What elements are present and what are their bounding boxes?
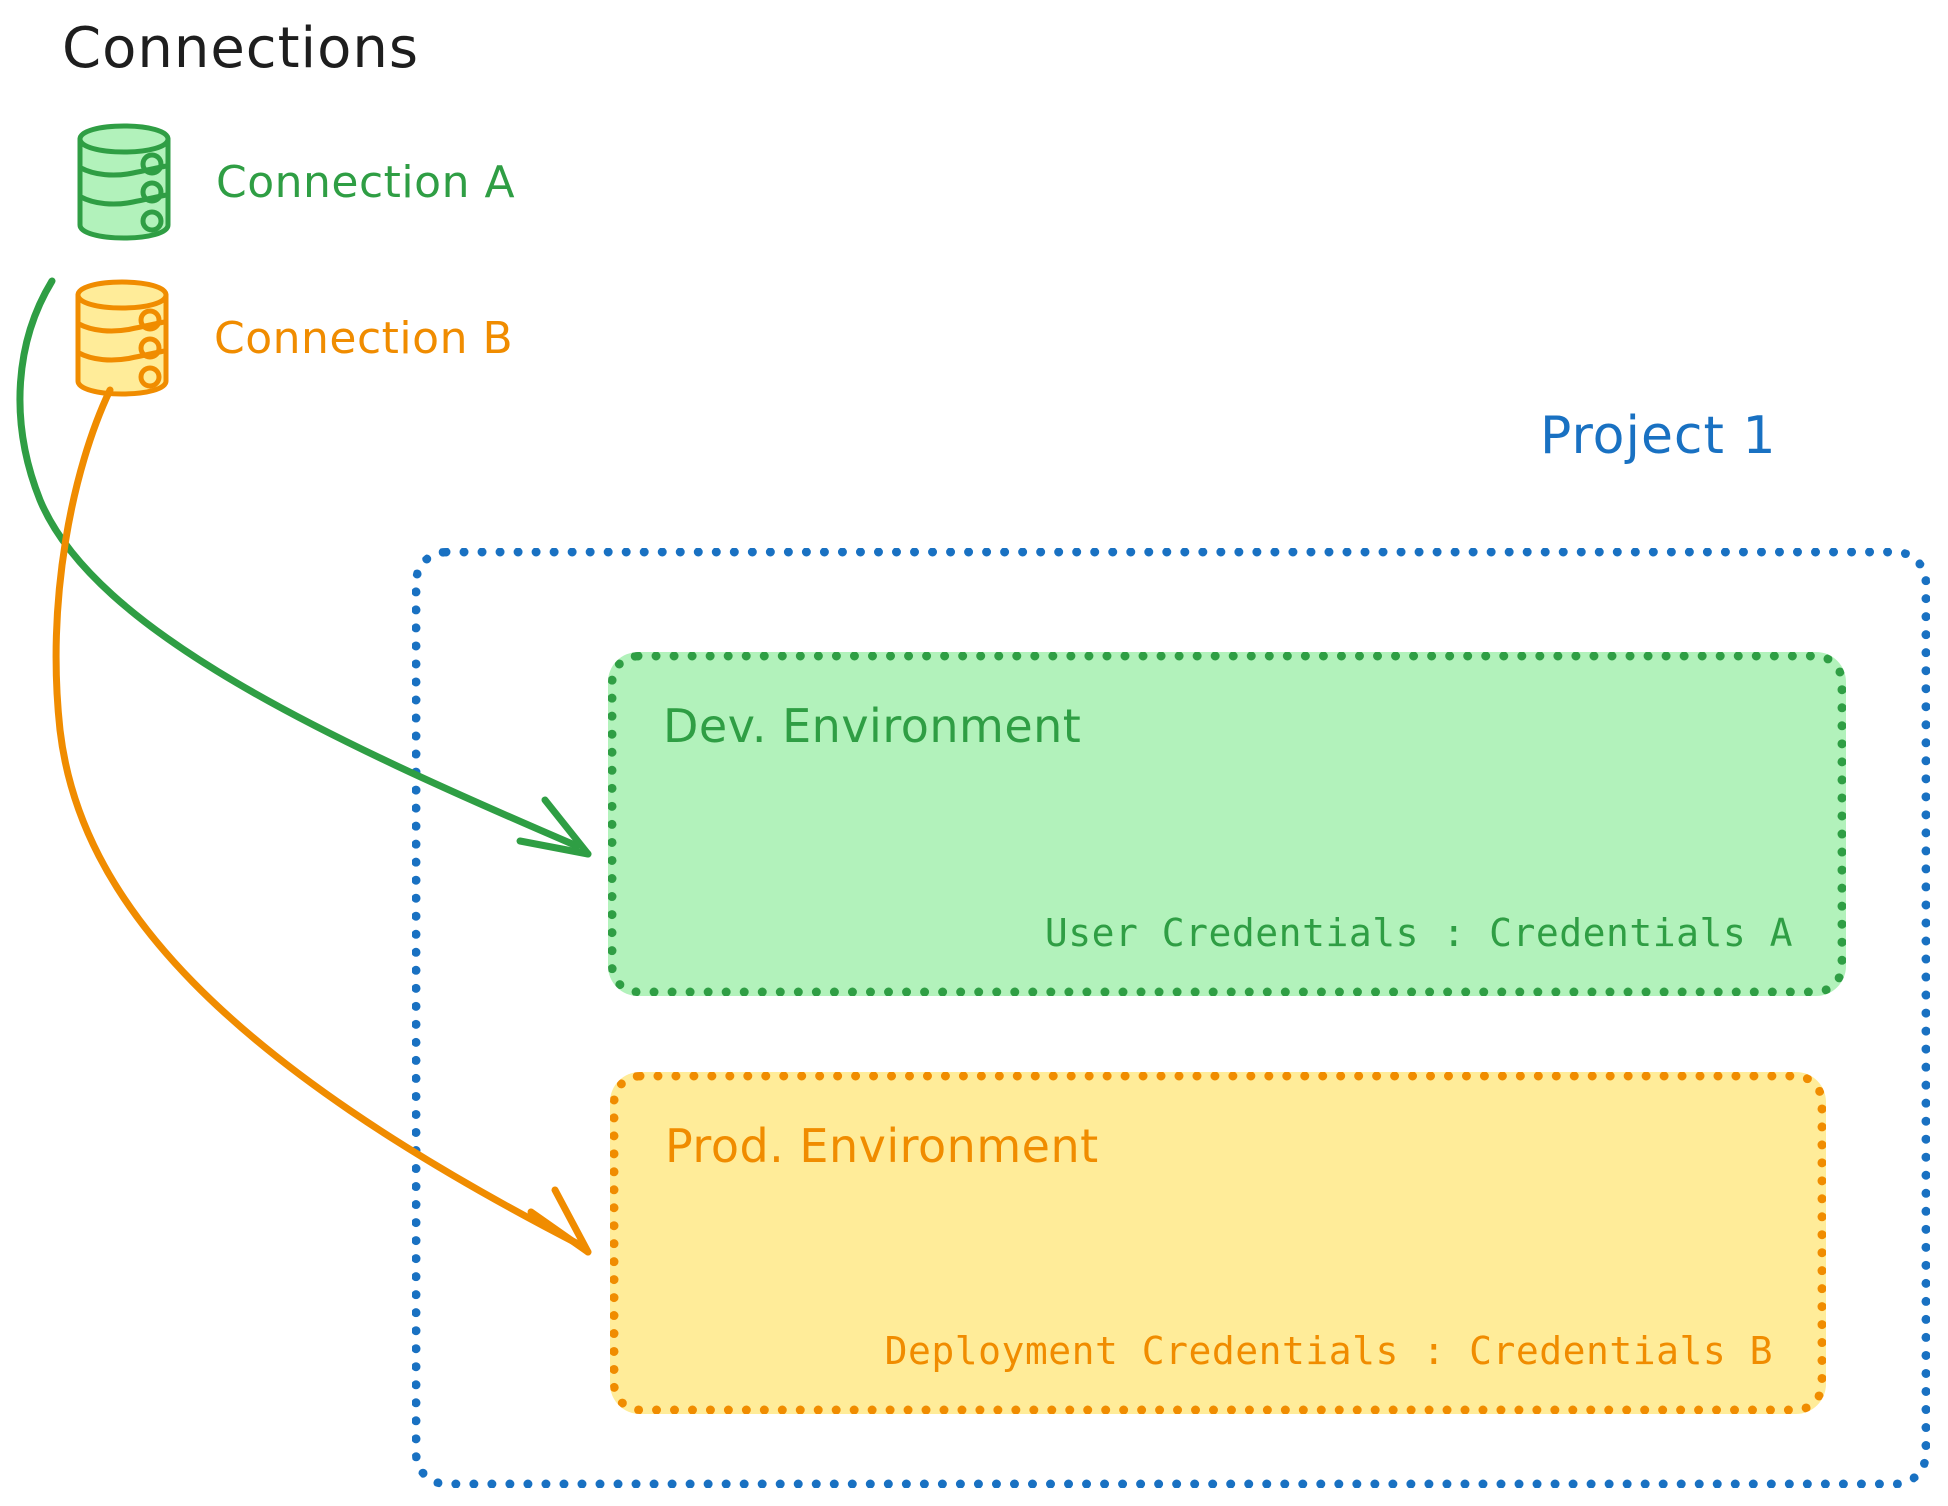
page-title: Connections — [62, 16, 420, 81]
database-icon — [68, 278, 176, 398]
prod-environment-title: Prod. Environment — [665, 1119, 1099, 1173]
connection-label-b: Connection B — [214, 312, 514, 364]
connection-label-a: Connection A — [216, 156, 516, 208]
connection-item-a[interactable]: Connection A — [70, 122, 515, 242]
dev-environment-box[interactable]: Dev. Environment User Credentials : Cred… — [608, 652, 1846, 996]
connection-item-b[interactable]: Connection B — [68, 278, 513, 398]
prod-environment-credentials: Deployment Credentials : Credentials B — [884, 1329, 1773, 1373]
dev-environment-credentials: User Credentials : Credentials A — [1044, 911, 1793, 955]
prod-environment-box[interactable]: Prod. Environment Deployment Credentials… — [610, 1072, 1826, 1414]
project-label: Project 1 — [1540, 406, 1777, 466]
database-icon — [70, 122, 178, 242]
dev-environment-title: Dev. Environment — [663, 699, 1082, 753]
